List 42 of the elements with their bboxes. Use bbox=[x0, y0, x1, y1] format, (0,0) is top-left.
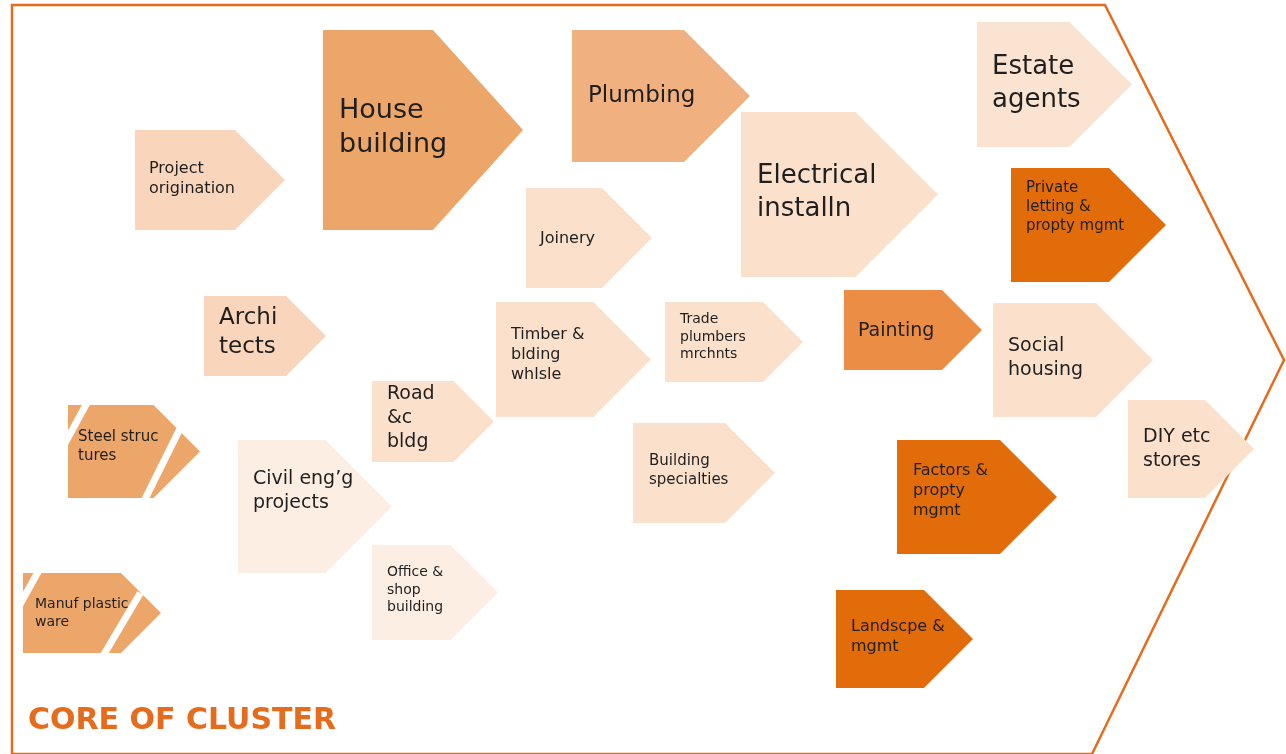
arrow-shape bbox=[23, 573, 161, 653]
arrow-label: Timber & blding whlsle bbox=[511, 324, 586, 384]
arrow-shape bbox=[836, 590, 973, 688]
arrow-shape bbox=[993, 303, 1153, 417]
arrow-label: Steel struc tures bbox=[78, 427, 160, 465]
arrow-shape bbox=[68, 405, 200, 498]
arrow-label: Plumbing bbox=[588, 80, 697, 109]
arrow-label: DIY etc stores bbox=[1143, 424, 1212, 472]
arrow-label: Building specialties bbox=[649, 451, 730, 489]
arrow-shape bbox=[372, 545, 498, 640]
arrow-label: House building bbox=[339, 92, 449, 160]
arrow-label: Archi tects bbox=[219, 302, 279, 360]
cluster-title: CORE OF CLUSTER bbox=[28, 700, 337, 738]
arrow-label: Landscpe & mgmt bbox=[851, 616, 946, 656]
arrow-shape bbox=[1011, 168, 1166, 282]
arrow-shape bbox=[526, 188, 652, 288]
arrow-shape bbox=[135, 130, 285, 230]
arrow-shape bbox=[323, 30, 523, 230]
arrow-label: Social housing bbox=[1008, 333, 1084, 381]
arrow-shape bbox=[844, 290, 982, 370]
arrow-label: Painting bbox=[858, 318, 936, 342]
arrow-label: Factors & propty mgmt bbox=[913, 460, 989, 520]
arrow-shape bbox=[372, 381, 494, 462]
arrow-shape bbox=[977, 22, 1132, 147]
arrow-shape bbox=[897, 440, 1057, 554]
arrow-shape bbox=[665, 302, 803, 382]
arrow-shape bbox=[741, 112, 938, 277]
arrow-label: Civil eng’g projects bbox=[253, 466, 355, 514]
arrow-shape bbox=[1128, 400, 1254, 498]
arrow-label: Joinery bbox=[540, 228, 596, 248]
arrow-label: Office & shop building bbox=[387, 563, 445, 616]
arrow-label: Electrical installn bbox=[757, 158, 878, 223]
arrow-shape bbox=[572, 30, 750, 162]
arrow-shape bbox=[204, 296, 326, 376]
arrow-label: Estate agents bbox=[992, 49, 1082, 114]
arrow-label: Project origination bbox=[149, 158, 236, 198]
arrow-label: Manuf plastic ware bbox=[35, 595, 130, 630]
arrow-shape bbox=[496, 302, 651, 417]
arrow-label: Road &c bldg bbox=[387, 381, 436, 453]
arrow-shape bbox=[633, 423, 775, 523]
arrow-label: Private letting & propty mgmt bbox=[1026, 178, 1126, 235]
arrow-label: Trade plumbers mrchnts bbox=[680, 310, 747, 363]
